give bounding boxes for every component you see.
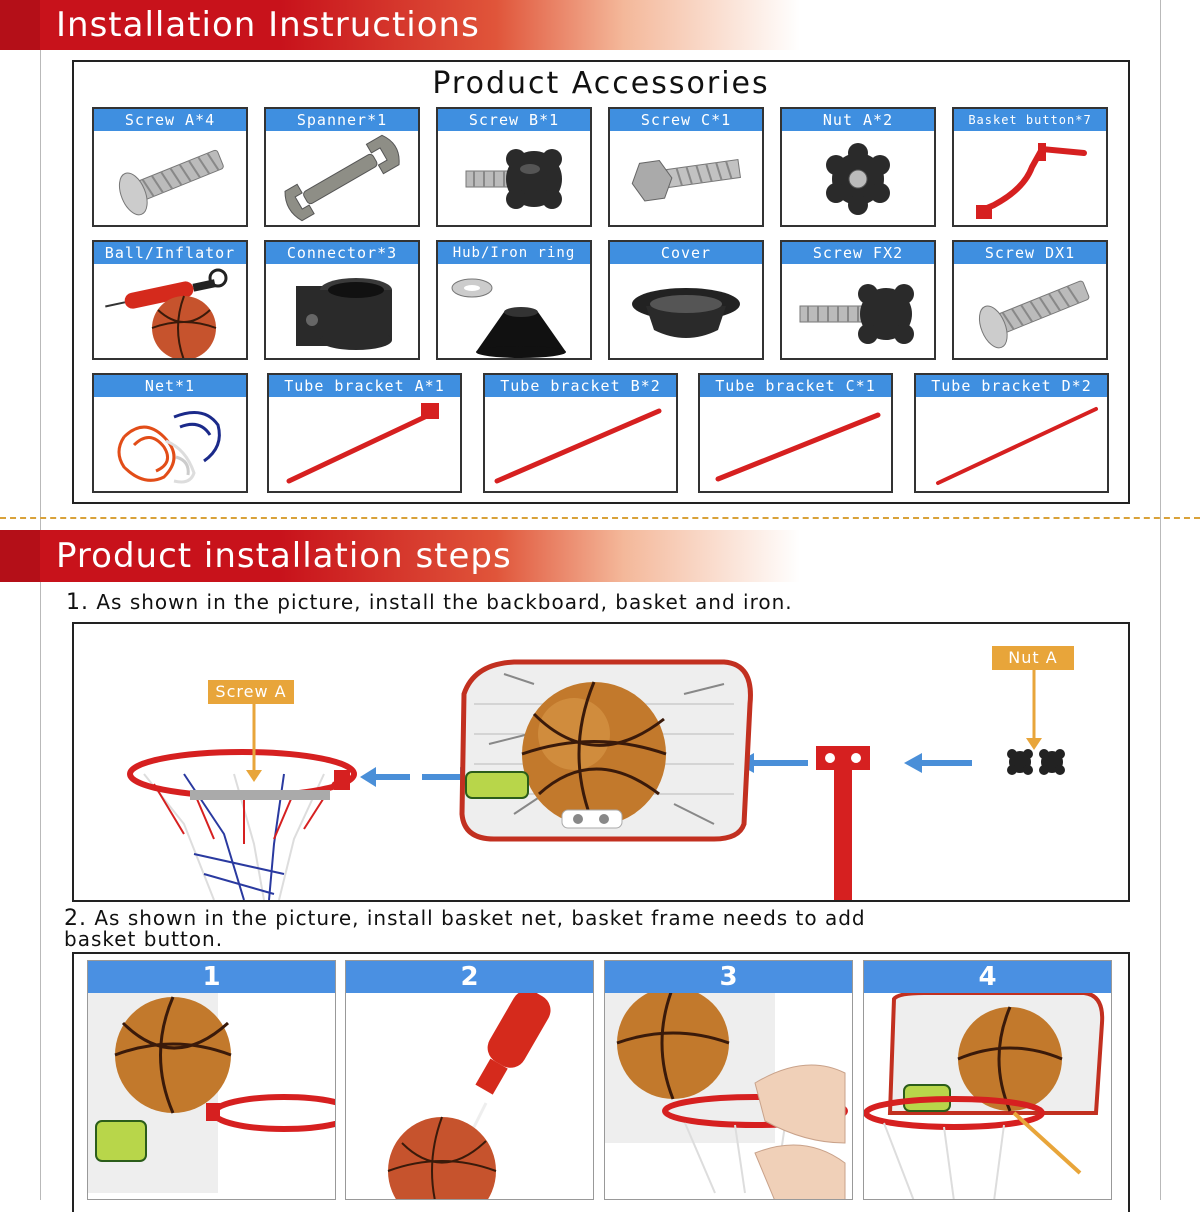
- ball-inflator-icon: [105, 268, 228, 358]
- step2-panel-4: 4: [863, 960, 1112, 1200]
- spanner-icon: [284, 134, 400, 222]
- accessory-card-connector: Connector*3: [264, 240, 420, 360]
- step1-instruction: 1. As shown in the picture, install the …: [66, 590, 793, 615]
- accessory-label: Nut A*2: [782, 109, 934, 131]
- install-basket-button-illustration: [864, 993, 1105, 1199]
- accessory-card-tube-bracket-b: Tube bracket B*2: [483, 373, 678, 493]
- accessory-label: Tube bracket A*1: [269, 375, 460, 397]
- hex-bolt-icon: [631, 159, 742, 202]
- backboard-rim-illustration: [88, 993, 335, 1193]
- accessory-label: Tube bracket C*1: [700, 375, 891, 397]
- accessory-label: Connector*3: [266, 242, 418, 264]
- step1-text: As shown in the picture, install the bac…: [96, 590, 793, 614]
- hub-ring-icon: [451, 278, 566, 358]
- accessory-label: Screw C*1: [610, 109, 762, 131]
- basket-button-icon: [976, 143, 1087, 219]
- step2-panel-1: 1: [87, 960, 336, 1200]
- step2-instruction: 2. As shown in the picture, install bask…: [64, 908, 866, 950]
- knob-screw-icon: [465, 149, 562, 209]
- nut-a-callout: Nut A: [992, 646, 1074, 670]
- accessory-label: Spanner*1: [266, 109, 418, 131]
- step2-panel-3: 3: [604, 960, 853, 1200]
- accessory-card-basket-button: Basket button*7: [952, 107, 1108, 227]
- accessory-card-tube-bracket-c: Tube bracket C*1: [698, 373, 893, 493]
- step2-panel-2: 2: [345, 960, 594, 1200]
- accessory-label: Tube bracket D*2: [916, 375, 1107, 397]
- step1-illustration-panel: [72, 622, 1130, 902]
- inflate-ball-illustration: [387, 993, 551, 1199]
- accessory-card-screw-d: Screw DX1: [952, 240, 1108, 360]
- accessory-card-ball-inflator: Ball/Inflator: [92, 240, 248, 360]
- accessories-title: Product Accessories: [432, 66, 770, 101]
- step2-text-line1: As shown in the picture, install basket …: [94, 906, 866, 930]
- connector-icon: [296, 278, 392, 350]
- accessory-label: Screw DX1: [954, 242, 1106, 264]
- screw-a-callout: Screw A: [208, 680, 294, 704]
- installation-steps-banner: Product installation steps: [0, 530, 800, 582]
- accessory-card-screw-a: Screw A*4: [92, 107, 248, 227]
- step2-number: 2.: [64, 906, 87, 931]
- tube-bracket-icon: [936, 407, 1098, 485]
- accessory-card-spanner: Spanner*1: [264, 107, 420, 227]
- accessory-card-screw-b: Screw B*1: [436, 107, 592, 227]
- accessory-card-nut-a: Nut A*2: [780, 107, 936, 227]
- accessory-label: Net*1: [94, 375, 246, 397]
- step1-illustration: [127, 659, 1065, 901]
- left-margin-line: [40, 0, 41, 1200]
- panel-number: 4: [864, 961, 1111, 993]
- accessory-card-net: Net*1: [92, 373, 248, 493]
- accessory-label: Basket button*7: [954, 109, 1106, 131]
- accessory-label: Hub/Iron ring: [438, 242, 590, 264]
- accessory-label: Screw A*4: [94, 109, 246, 131]
- accessory-label: Tube bracket B*2: [485, 375, 676, 397]
- accessory-card-tube-bracket-d: Tube bracket D*2: [914, 373, 1109, 493]
- cover-icon: [632, 288, 740, 338]
- backboard-icon: [459, 659, 753, 842]
- installation-instructions-banner: Installation Instructions: [0, 0, 800, 50]
- accessory-card-tube-bracket-a: Tube bracket A*1: [267, 373, 462, 493]
- panel-number: 2: [346, 961, 593, 993]
- knob-nut-icon: [826, 143, 890, 215]
- panel-number: 3: [605, 961, 852, 993]
- step1-number: 1.: [66, 590, 89, 615]
- accessory-label: Screw FX2: [782, 242, 934, 264]
- screw-icon: [118, 149, 224, 216]
- nut-a-icon: [1007, 749, 1065, 775]
- panel-number: 1: [88, 961, 335, 993]
- section-divider: [0, 517, 1200, 519]
- steps-section-title: Product installation steps: [56, 536, 512, 576]
- accessory-card-hub-iron-ring: Hub/Iron ring: [436, 240, 592, 360]
- accessory-label: Cover: [610, 242, 762, 264]
- accessory-card-screw-c: Screw C*1: [608, 107, 764, 227]
- accessory-label: Screw B*1: [438, 109, 590, 131]
- accessory-card-cover: Cover: [608, 240, 764, 360]
- knob-screw-icon: [799, 284, 914, 344]
- accessory-card-screw-f: Screw FX2: [780, 240, 936, 360]
- screw-icon: [978, 280, 1090, 349]
- accessory-label: Ball/Inflator: [94, 242, 246, 264]
- page-title: Installation Instructions: [56, 5, 480, 45]
- right-margin-line: [1160, 0, 1161, 1200]
- tube-bracket-icon: [494, 408, 662, 484]
- attach-net-illustration: [605, 993, 848, 1199]
- net-icon: [117, 411, 221, 484]
- tube-bracket-icon: [715, 412, 881, 482]
- step2-text-line2: basket button.: [64, 927, 224, 951]
- tube-bracket-icon: [286, 403, 439, 484]
